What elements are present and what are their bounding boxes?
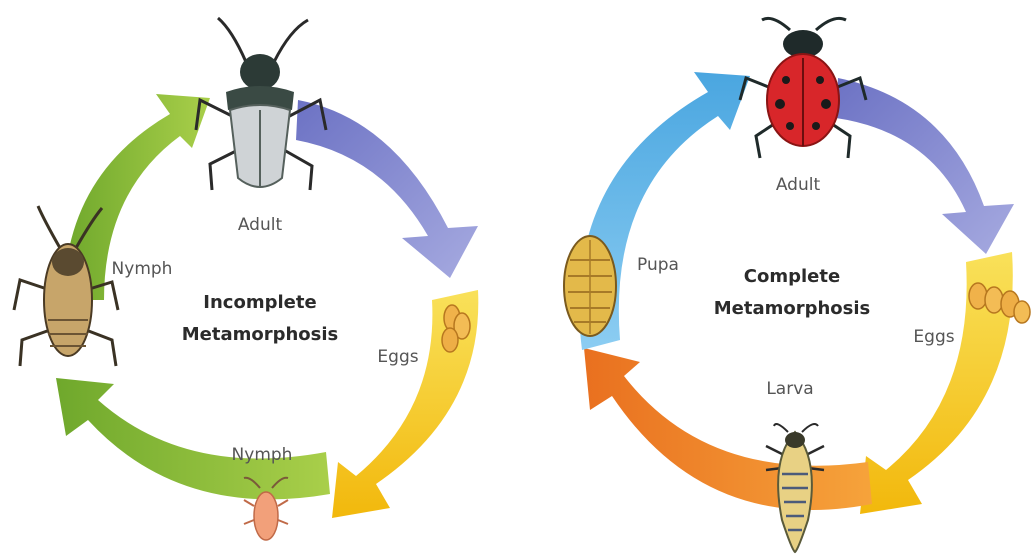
arrow-larva-to-pupa [584,348,872,510]
incomplete-title-line2: Metamorphosis [182,324,339,345]
complete-title-line1: Complete [744,266,840,287]
incomplete-nymph-left-label: Nymph [112,259,173,279]
arrow-adult-to-eggs [836,78,1014,254]
complete-eggs-label: Eggs [913,327,954,347]
complete-adult-label: Adult [776,175,821,195]
complete-title-line2: Metamorphosis [714,298,871,319]
complete-larva-label: Larva [766,379,813,399]
complete-pupa-label: Pupa [637,255,679,275]
arrow-adult-to-eggs [296,100,478,278]
incomplete-cycle: Adult Eggs Nymph Nymph Incomplete Metamo… [14,18,478,540]
pupa-icon [564,236,616,336]
arrow-nymph-to-nymph [56,378,330,499]
incomplete-title-line1: Incomplete [203,292,316,313]
complete-cycle: Adult Eggs Larva Pupa Complete Metamorph… [564,18,1030,552]
incomplete-nymph-bottom-label: Nymph [232,445,293,465]
incomplete-eggs-label: Eggs [377,347,418,367]
incomplete-adult-label: Adult [238,215,283,235]
